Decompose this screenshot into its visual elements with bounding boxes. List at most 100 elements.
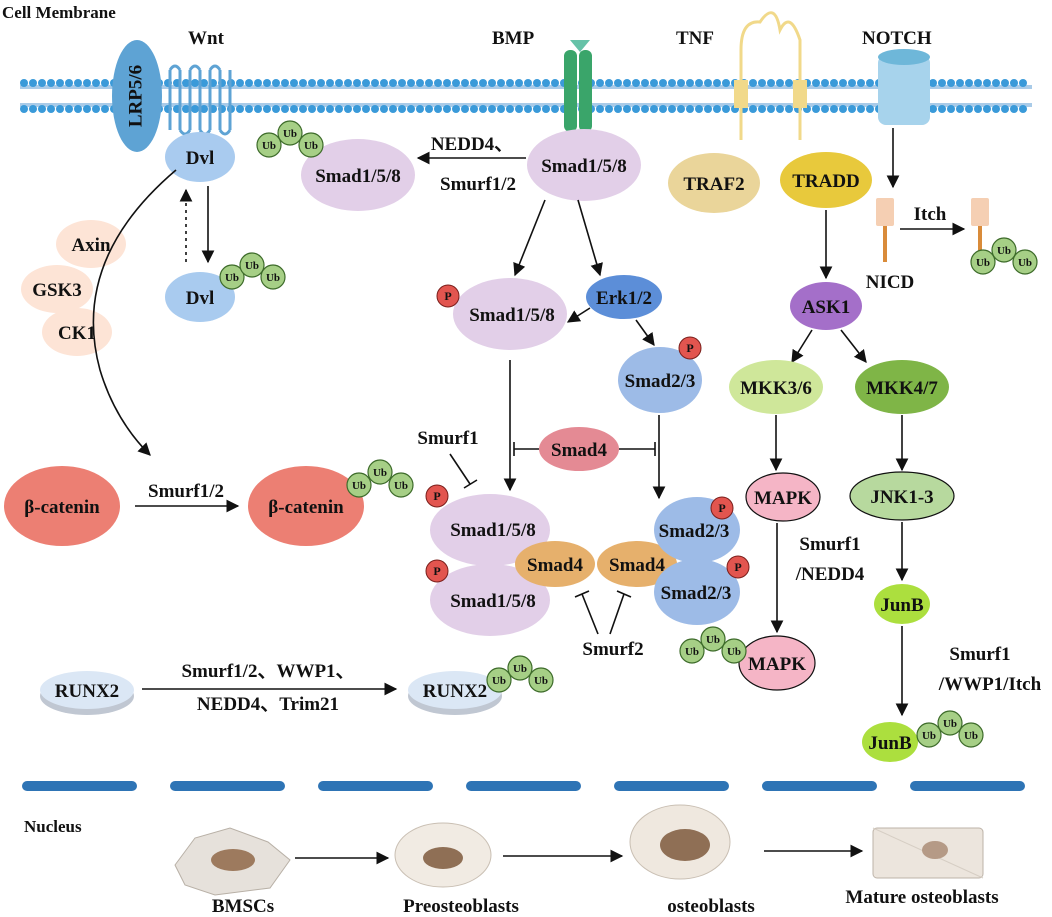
membrane-head bbox=[326, 79, 334, 87]
ub-label: Ub bbox=[352, 480, 366, 492]
nicd-fragment-right bbox=[971, 198, 989, 252]
membrane-head bbox=[416, 105, 424, 113]
membrane-head bbox=[353, 105, 361, 113]
membrane-head bbox=[47, 105, 55, 113]
membrane-head bbox=[74, 105, 82, 113]
membrane-head bbox=[488, 79, 496, 87]
membrane-head bbox=[623, 105, 631, 113]
membrane-head bbox=[38, 105, 46, 113]
membrane-head bbox=[866, 79, 874, 87]
wnt-label: Wnt bbox=[188, 28, 225, 49]
membrane-head bbox=[812, 79, 820, 87]
membrane-head bbox=[326, 105, 334, 113]
membrane-head bbox=[704, 105, 712, 113]
membrane-head bbox=[866, 105, 874, 113]
membrane-head bbox=[389, 79, 397, 87]
membrane-head bbox=[614, 105, 622, 113]
membrane-head bbox=[497, 105, 505, 113]
svg-text:RUNX2: RUNX2 bbox=[423, 681, 487, 702]
membrane-head bbox=[290, 105, 298, 113]
svg-text:MKK3/6: MKK3/6 bbox=[740, 378, 812, 399]
membrane-head bbox=[20, 79, 28, 87]
membrane-head bbox=[344, 105, 352, 113]
svg-text:β-catenin: β-catenin bbox=[268, 497, 344, 518]
svg-text:MAPK: MAPK bbox=[748, 654, 806, 675]
smurf1-junb-label-2: /WWP1/Itch bbox=[938, 674, 1042, 695]
membrane-head bbox=[74, 79, 82, 87]
membrane-head bbox=[56, 79, 64, 87]
membrane-head bbox=[83, 79, 91, 87]
membrane-head bbox=[605, 105, 613, 113]
smad158-ub-node: Smad1/5/8 bbox=[301, 139, 415, 211]
arrow-to-erk bbox=[577, 199, 603, 277]
membrane-head bbox=[92, 79, 100, 87]
mature-osteoblast-cell-icon bbox=[872, 827, 984, 879]
membrane-head bbox=[992, 79, 1000, 87]
ub-label: Ub bbox=[706, 634, 720, 646]
membrane-head bbox=[749, 105, 757, 113]
membrane-head bbox=[488, 105, 496, 113]
membrane-head bbox=[956, 105, 964, 113]
svg-text:Erk1/2: Erk1/2 bbox=[596, 288, 652, 309]
mature-osteoblasts-label: Mature osteoblasts bbox=[845, 887, 998, 908]
membrane-head bbox=[542, 79, 550, 87]
ubiquitin-icon bbox=[700, 626, 726, 652]
membrane-head bbox=[632, 105, 640, 113]
membrane-head bbox=[308, 105, 316, 113]
arrow-to-psmad158 bbox=[513, 199, 546, 277]
membrane-head bbox=[479, 79, 487, 87]
phosphate-icon bbox=[425, 559, 449, 583]
p-label: P bbox=[686, 341, 693, 355]
membrane-head bbox=[272, 79, 280, 87]
membrane-head bbox=[677, 105, 685, 113]
arrow-erk-to-psmad158 bbox=[566, 307, 591, 323]
membrane-head bbox=[479, 105, 487, 113]
ubiquitin-icon bbox=[388, 472, 414, 498]
membrane-head bbox=[335, 105, 343, 113]
smad-complex: Smad1/5/8 Smad1/5/8 Smad4 Smad4 Smad2/3 … bbox=[430, 494, 740, 636]
membrane-head bbox=[191, 105, 199, 113]
membrane-head bbox=[776, 105, 784, 113]
ubiquitin-icon bbox=[528, 667, 554, 693]
ub-label: Ub bbox=[943, 718, 957, 730]
membrane-head bbox=[443, 105, 451, 113]
membrane-head bbox=[596, 79, 604, 87]
lrp56-receptor: LRP5/6 bbox=[112, 40, 162, 152]
membrane-head bbox=[371, 105, 379, 113]
arrow-ask1-to-mkk47 bbox=[840, 329, 867, 364]
membrane-head bbox=[65, 79, 73, 87]
ubiquitin-icon bbox=[219, 264, 245, 290]
ubiquitin-badges: UbUbUbUbUbUbUbUbUbUbUbUbUbUbUbUbUbUbUbUb… bbox=[219, 120, 1038, 748]
bmp-receptor bbox=[564, 40, 592, 132]
smad158-receptor-node: Smad1/5/8 bbox=[527, 129, 641, 201]
nicd-label: NICD bbox=[866, 272, 915, 293]
membrane-head bbox=[767, 105, 775, 113]
osteoblasts-label: osteoblasts bbox=[667, 896, 755, 917]
membrane-head bbox=[29, 79, 37, 87]
nicd-fragment-left bbox=[876, 198, 894, 262]
membrane-head bbox=[857, 105, 865, 113]
dvl-node-bottom: Dvl bbox=[165, 272, 235, 322]
nedd4-label: NEDD4、 bbox=[431, 134, 513, 155]
membrane-head bbox=[236, 105, 244, 113]
membrane-head bbox=[650, 79, 658, 87]
membrane-head bbox=[929, 79, 937, 87]
membrane-head bbox=[425, 79, 433, 87]
ubiquitin-icon bbox=[486, 667, 512, 693]
runx2-right-node: RUNX2 bbox=[408, 671, 502, 715]
membrane-head bbox=[65, 105, 73, 113]
lrp56-label: LRP5/6 bbox=[125, 65, 146, 127]
membrane-head bbox=[992, 105, 1000, 113]
junb-bottom-node: JunB bbox=[862, 722, 918, 762]
membrane-head bbox=[947, 79, 955, 87]
membrane-head bbox=[1019, 79, 1027, 87]
preosteoblasts-label: Preosteoblasts bbox=[403, 896, 519, 917]
psmad23-node: Smad2/3 bbox=[618, 347, 702, 413]
membrane-head bbox=[407, 79, 415, 87]
nuclear-envelope-segment bbox=[466, 781, 581, 791]
svg-text:Smad4: Smad4 bbox=[551, 440, 607, 461]
ub-label: Ub bbox=[283, 128, 297, 140]
